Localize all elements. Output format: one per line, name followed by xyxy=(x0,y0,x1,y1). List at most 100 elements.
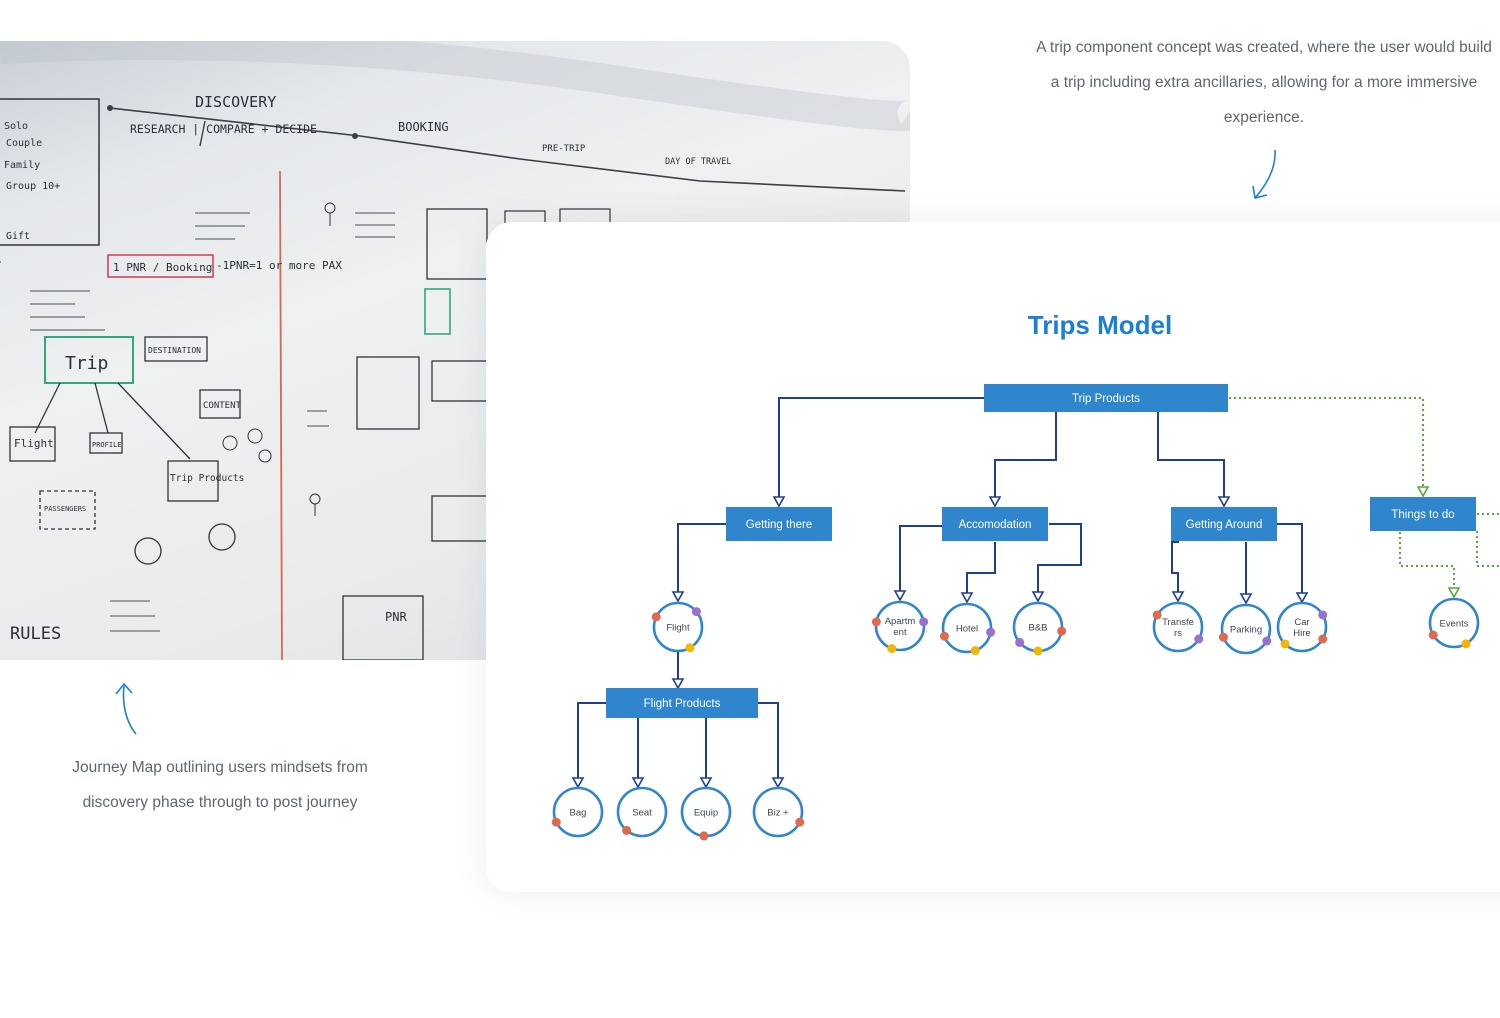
wb-label-pnr-booking: 1 PNR / Booking xyxy=(113,261,212,274)
connector-line xyxy=(758,702,779,787)
status-dot xyxy=(1428,630,1438,640)
status-dot xyxy=(685,643,695,653)
node-biz xyxy=(752,786,804,838)
node-carhire-label: Car xyxy=(1294,617,1309,628)
node-transfers-label: Transfe xyxy=(1162,617,1194,628)
node-carhire-label: Hire xyxy=(1293,628,1310,639)
wb-label-booking: BOOKING xyxy=(398,120,449,134)
status-dot xyxy=(691,607,701,617)
whiteboard-sketch: DISCOVERY RESEARCH | COMPARE + DECIDE BO… xyxy=(0,41,910,660)
connector-line xyxy=(899,525,942,600)
node-carhire xyxy=(1276,601,1328,653)
node-transfers xyxy=(1152,601,1204,653)
connector-line xyxy=(677,523,726,601)
trips-model-card xyxy=(486,222,1500,892)
arrowhead xyxy=(1295,592,1309,604)
status-dot xyxy=(551,817,561,827)
arrowhead xyxy=(1171,591,1185,603)
box-category xyxy=(942,507,1048,541)
status-dot xyxy=(986,627,996,637)
wb-label-passengers: PASSENGERS xyxy=(44,505,86,513)
box-trip-products xyxy=(984,384,1228,412)
arrowhead xyxy=(988,496,1002,508)
wb-label-pretrip: PRE-TRIP xyxy=(542,144,586,154)
box-trip-products-label: Trip Products xyxy=(1072,393,1140,405)
wb-label-solo: Solo xyxy=(4,121,28,132)
box-category-label: Getting there xyxy=(746,519,812,531)
box-category xyxy=(1370,497,1476,531)
status-dot xyxy=(1280,639,1290,649)
arrowhead xyxy=(1031,591,1045,603)
wb-label-destination: DESTINATION xyxy=(148,346,201,355)
wb-label-couple: Couple xyxy=(6,138,42,149)
connector-line xyxy=(1476,531,1500,567)
caption-journey-map: Journey Map outlining users mindsets fro… xyxy=(72,759,368,811)
wb-label-pnr: PNR xyxy=(385,610,407,624)
node-biz-label: Biz + xyxy=(767,808,789,819)
connector-line xyxy=(1171,541,1179,601)
wb-label-discovery: DISCOVERY xyxy=(195,93,276,111)
connector-line xyxy=(1037,523,1082,601)
status-dot xyxy=(1033,646,1043,656)
arrowhead xyxy=(631,777,645,789)
wb-label-group: Group 10+ xyxy=(6,181,60,192)
connector-line xyxy=(577,702,606,787)
connector-line xyxy=(966,542,996,602)
arrowhead xyxy=(772,496,786,508)
node-bag xyxy=(552,786,604,838)
arrow-down-icon xyxy=(1252,149,1276,199)
status-dot xyxy=(651,612,661,622)
wb-label-research: RESEARCH | COMPARE + DECIDE xyxy=(130,122,317,136)
diagram-title: Trips Model xyxy=(1027,310,1173,340)
wb-label-family: Family xyxy=(4,160,40,171)
status-dot xyxy=(871,617,881,627)
status-dot xyxy=(622,825,632,835)
arrowhead xyxy=(671,591,685,603)
status-dot xyxy=(1318,610,1328,620)
connector-line xyxy=(1277,523,1303,602)
arrowhead xyxy=(960,592,974,604)
box-category xyxy=(726,507,832,541)
node-apartment-label: Apartm xyxy=(885,616,916,627)
node-hotel-label: Hotel xyxy=(956,624,978,635)
caption-trip-component: A trip component concept was created, wh… xyxy=(1036,39,1492,126)
status-dot xyxy=(1057,626,1067,636)
status-dot xyxy=(795,817,805,827)
connector-line xyxy=(1399,532,1455,597)
wb-label-content: CONTENT xyxy=(203,401,242,411)
arrowhead xyxy=(771,777,785,789)
box-category-label: Getting Around xyxy=(1186,519,1263,531)
node-equip-label: Equip xyxy=(694,808,718,819)
status-dot xyxy=(1461,639,1471,649)
node-bag-label: Bag xyxy=(570,808,587,819)
arrowhead xyxy=(1217,496,1231,508)
node-transfers-label: rs xyxy=(1174,628,1182,639)
status-dot xyxy=(699,831,709,841)
wb-label-trip: Trip xyxy=(65,353,108,374)
status-dot xyxy=(1318,634,1328,644)
wb-label-pnr-pax: -1PNR=1 or more PAX xyxy=(216,259,342,272)
connector-line xyxy=(1229,397,1424,496)
node-seat xyxy=(616,786,668,838)
box-category-label: Accomodation xyxy=(959,519,1032,531)
status-dot xyxy=(1218,632,1228,642)
status-dot xyxy=(887,644,897,654)
wb-label-flight: Flight xyxy=(14,437,54,450)
status-dot xyxy=(919,617,929,627)
status-dot xyxy=(1262,636,1272,646)
node-parking-label: Parking xyxy=(1230,625,1262,636)
node-parking xyxy=(1220,603,1272,655)
arrow-up-icon xyxy=(115,682,137,735)
arrowhead xyxy=(1447,587,1461,599)
node-bb-label: B&B xyxy=(1028,623,1047,634)
box-category-label: Things to do xyxy=(1391,509,1454,521)
wb-label-rules: RULES xyxy=(10,624,61,644)
node-events-label: Events xyxy=(1439,619,1468,630)
node-flight xyxy=(652,601,704,653)
wb-label-gift: Gift xyxy=(6,231,30,242)
status-dot xyxy=(1015,637,1025,647)
arrowhead xyxy=(1416,486,1430,498)
arrowhead xyxy=(1239,593,1253,605)
status-dot xyxy=(1152,610,1162,620)
